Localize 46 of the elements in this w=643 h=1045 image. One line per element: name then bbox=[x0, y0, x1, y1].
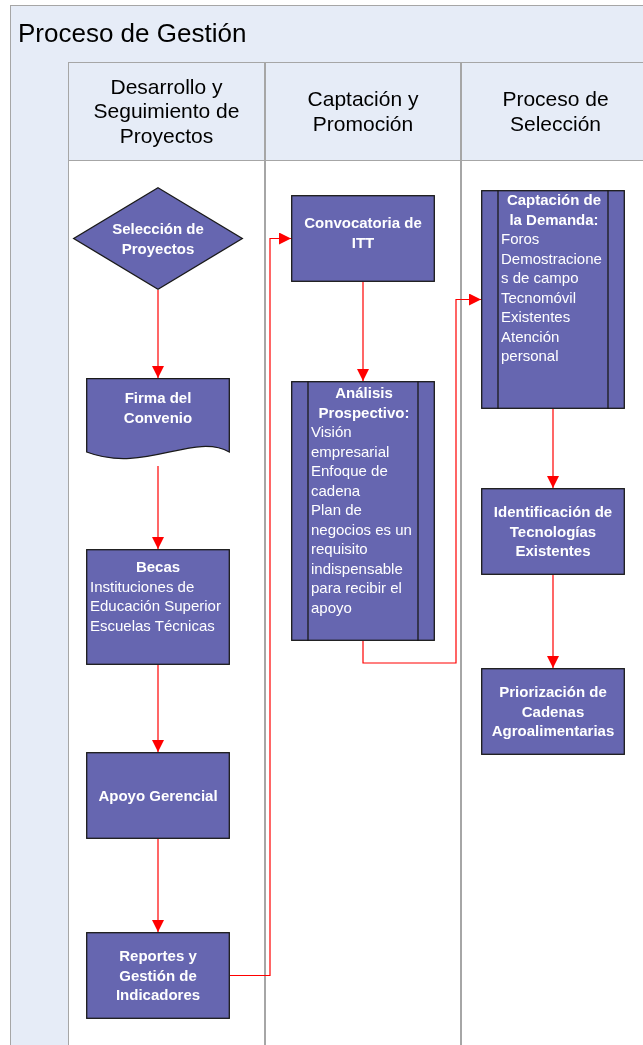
process-box bbox=[86, 549, 230, 665]
process-box bbox=[481, 488, 625, 575]
decision-diamond bbox=[73, 187, 243, 290]
node-text: Tecnomóvil bbox=[501, 287, 578, 307]
arrow bbox=[229, 232, 292, 977]
node-text: Demostraciones de campo bbox=[501, 248, 603, 288]
node-title: Priorización de Cadenas Agroalimentarias bbox=[490, 682, 616, 741]
node-text: Existentes bbox=[501, 307, 572, 327]
arrow bbox=[152, 289, 164, 379]
process-box bbox=[86, 752, 230, 839]
node-title: Apoyo Gerencial bbox=[97, 785, 219, 806]
pool-title: Proceso de Gestión bbox=[18, 18, 247, 49]
node-text: Enfoque de cadena bbox=[311, 461, 389, 500]
swimlane-pool bbox=[10, 5, 643, 1045]
arrow bbox=[152, 465, 164, 550]
node-title: Selección de Proyectos bbox=[111, 219, 205, 258]
swimlane bbox=[265, 62, 461, 1045]
node-text: Foros bbox=[501, 229, 541, 249]
predefined-process-box bbox=[291, 381, 435, 641]
swimlane bbox=[461, 62, 643, 1045]
arrow bbox=[152, 664, 164, 753]
node-text: Atención personal bbox=[501, 326, 561, 366]
node-text: Escuelas Técnicas bbox=[90, 615, 216, 635]
arrow bbox=[362, 293, 482, 664]
node-text: Plan de negocios es un requisito indispensable para recibir el apoyo bbox=[311, 500, 413, 617]
lane-header: Captación y Promoción bbox=[266, 63, 460, 161]
predefined-process-box bbox=[481, 190, 625, 409]
lane-header: Desarrollo y Seguimiento de Proyectos bbox=[69, 63, 264, 161]
node-title: Reportes y Gestión de Indicadores bbox=[114, 946, 202, 1005]
node-title: Becas bbox=[134, 557, 182, 577]
node-title: Análisis Prospectivo: bbox=[317, 383, 411, 422]
arrow bbox=[547, 408, 559, 489]
swimlane bbox=[68, 62, 265, 1045]
node-text: Visión empresarial bbox=[311, 422, 391, 461]
process-box bbox=[481, 668, 625, 755]
arrow bbox=[547, 574, 559, 669]
node-title: Captación de la Demanda: bbox=[505, 190, 603, 229]
node-text: Instituciones de Educación Superior bbox=[90, 576, 222, 616]
process-box bbox=[291, 195, 435, 282]
lane-header: Proceso de Selección bbox=[462, 63, 643, 161]
arrow bbox=[152, 838, 164, 933]
node-title: Firma del Convenio bbox=[122, 388, 194, 427]
node-title: Convocatoria de ITT bbox=[303, 213, 423, 252]
arrow bbox=[357, 281, 369, 382]
node-title: Identificación de Tecnologías Existentes bbox=[492, 502, 614, 561]
process-box bbox=[86, 932, 230, 1019]
